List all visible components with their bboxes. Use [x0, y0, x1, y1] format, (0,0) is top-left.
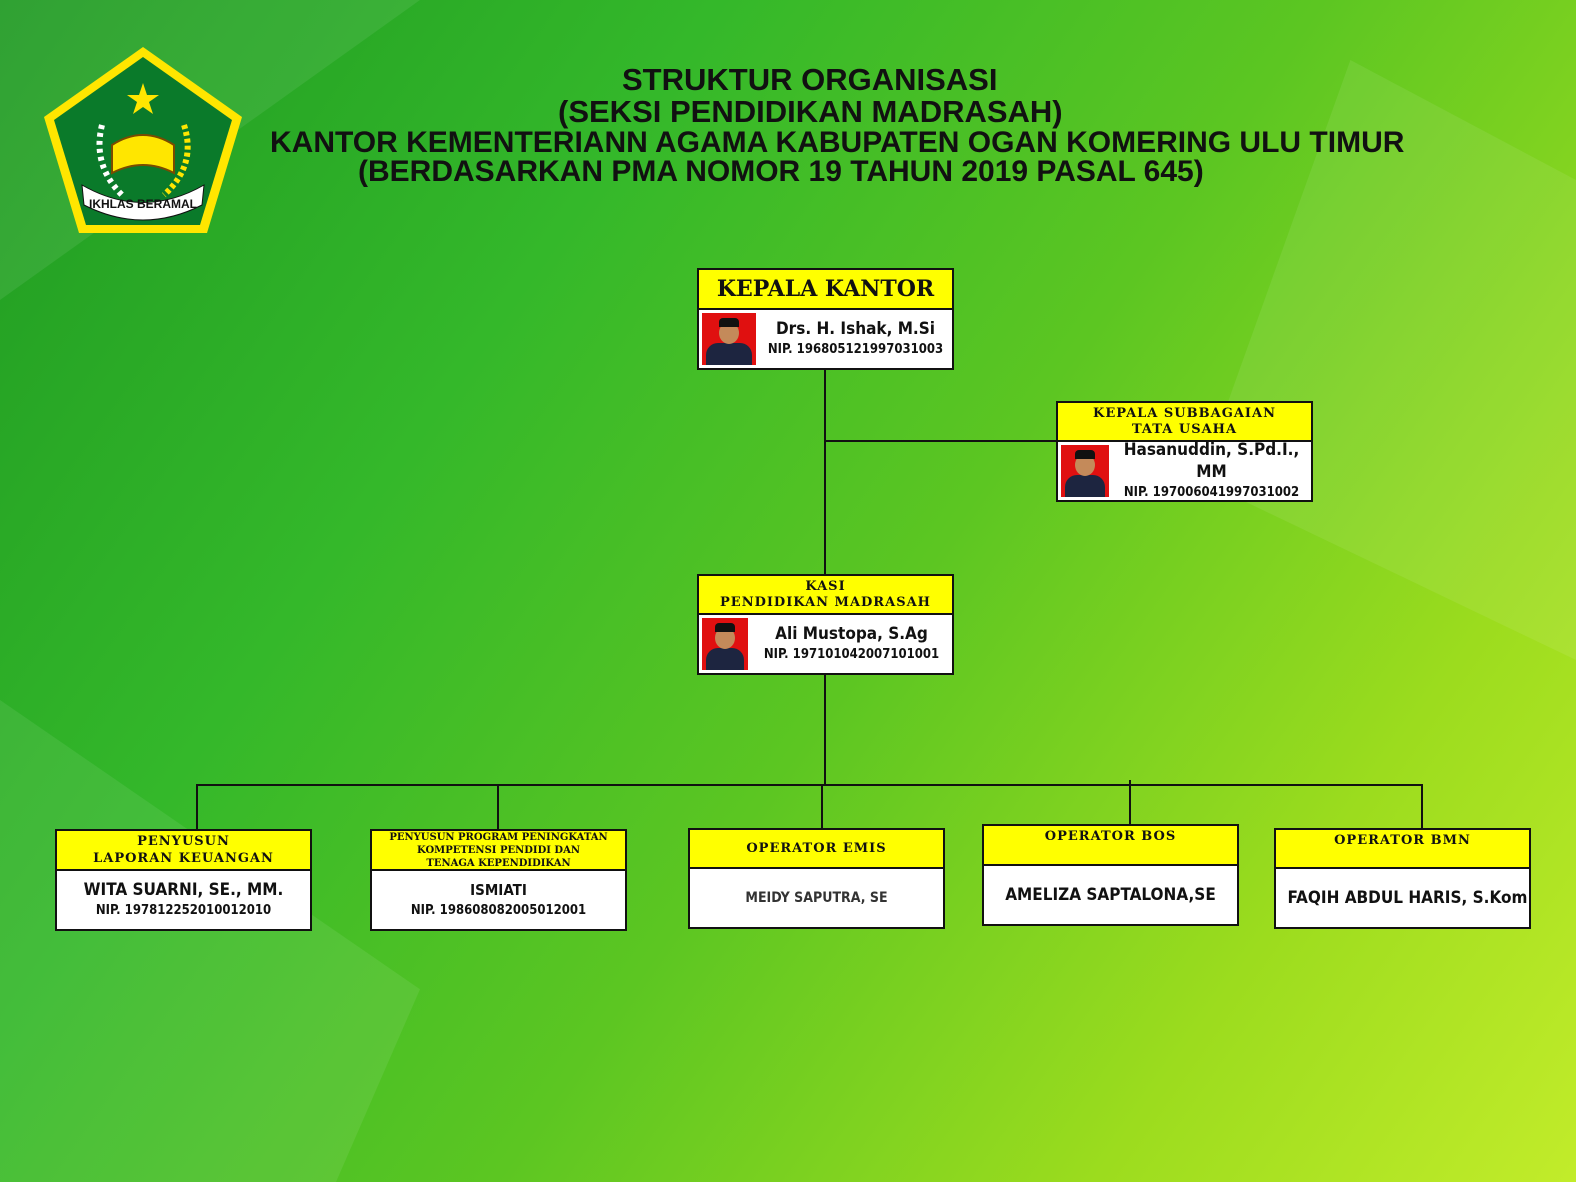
position-title: OPERATOR BMN [1276, 830, 1529, 869]
person-nip: NIP. 196805121997031003 [767, 342, 944, 357]
person-name: MEIDY SAPUTRA, SE [745, 890, 888, 906]
staff-box-operator-emis: OPERATOR EMIS MEIDY SAPUTRA, SE [688, 828, 945, 929]
position-title: OPERATOR BOS [984, 826, 1237, 866]
kepala-subbagian-box: KEPALA SUBBAGAIAN TATA USAHA Hasanuddin,… [1056, 401, 1313, 502]
connector-line [821, 785, 823, 828]
person-nip: NIP. 197006041997031002 [1123, 485, 1300, 500]
connector-line [825, 440, 1056, 442]
connector-line [824, 673, 826, 785]
svg-text:IKHLAS BERAMAL: IKHLAS BERAMAL [89, 197, 197, 211]
connector-line [824, 368, 826, 574]
title-line-3: KANTOR KEMENTERIANN AGAMA KABUPATEN OGAN… [270, 126, 1405, 159]
position-title: OPERATOR EMIS [690, 830, 943, 869]
staff-box-program: PENYUSUN PROGRAM PENINGKATAN KOMPETENSI … [370, 829, 627, 931]
position-title: KEPALA KANTOR [699, 270, 952, 310]
position-title: KEPALA SUBBAGAIAN [1093, 405, 1276, 421]
position-title: TENAGA KEPENDIDIKAN [426, 857, 571, 869]
person-name: AMELIZA SAPTALONA,SE [1005, 885, 1216, 905]
person-photo [702, 313, 756, 365]
connector-line [497, 785, 499, 829]
person-photo [702, 618, 748, 670]
person-name: Hasanuddin, S.Pd.I., MM [1123, 440, 1300, 482]
title-line-1: STRUKTUR ORGANISASI [622, 62, 998, 97]
person-name: Ali Mustopa, S.Ag [775, 624, 928, 644]
kemenag-logo: IKHLAS BERAMAL [44, 47, 242, 233]
staff-box-operator-bos: OPERATOR BOS AMELIZA SAPTALONA,SE [982, 824, 1239, 926]
background-facet [0, 700, 420, 1182]
person-name: ISMIATI [470, 881, 527, 899]
kasi-box: KASI PENDIDIKAN MADRASAH Ali Mustopa, S.… [697, 574, 954, 675]
person-nip: NIP. 197101042007101001 [763, 647, 940, 662]
person-name: WITA SUARNI, SE., MM. [83, 880, 284, 900]
staff-box-laporan-keuangan: PENYUSUN LAPORAN KEUANGAN WITA SUARNI, S… [55, 829, 312, 931]
connector-line [1129, 780, 1131, 824]
title-line-4: (BERDASARKAN PMA NOMOR 19 TAHUN 2019 PAS… [358, 155, 1204, 188]
position-title: KASI [805, 578, 846, 594]
staff-box-operator-bmn: OPERATOR BMN FAQIH ABDUL HARIS, S.Kom [1274, 828, 1531, 929]
connector-line [196, 785, 198, 829]
position-title: KOMPETENSI PENDIDI DAN [417, 844, 580, 856]
person-name: Drs. H. Ishak, M.Si [775, 319, 935, 339]
position-title: PENDIDIKAN MADRASAH [720, 594, 931, 610]
connector-line [1421, 785, 1423, 828]
person-name: FAQIH ABDUL HARIS, S.Kom [1287, 888, 1528, 908]
person-photo [1061, 445, 1109, 497]
person-nip: NIP. 198608082005012001 [410, 903, 587, 918]
position-title: PENYUSUN PROGRAM PENINGKATAN [389, 831, 608, 843]
position-title: PENYUSUN [137, 834, 230, 849]
connector-line [196, 784, 1423, 786]
position-title: TATA USAHA [1131, 421, 1238, 437]
position-title: LAPORAN KEUANGAN [93, 851, 274, 866]
person-nip: NIP. 197812252010012010 [95, 903, 272, 918]
title-line-2: (SEKSI PENDIDIKAN MADRASAH) [558, 94, 1063, 129]
